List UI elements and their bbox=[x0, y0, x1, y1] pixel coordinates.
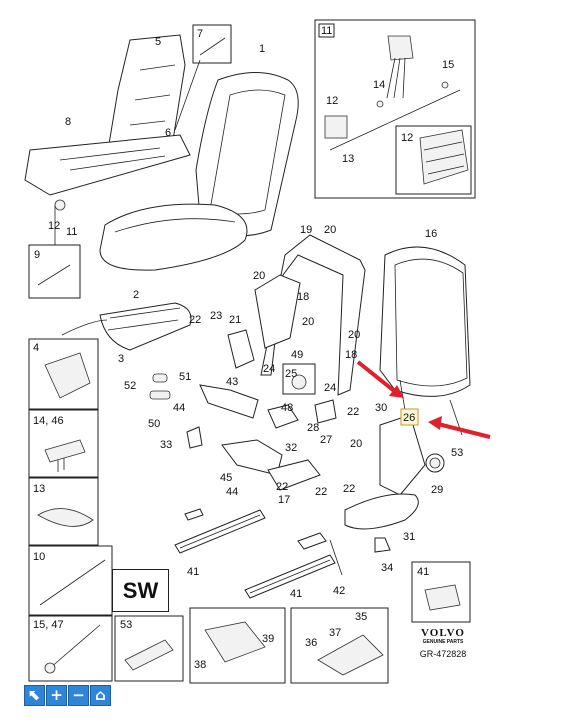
box-4-label: 4 bbox=[33, 342, 39, 354]
callout-18b: 18 bbox=[345, 349, 357, 361]
brand-logo: VOLVO GENUINE PARTS GR-472828 bbox=[413, 627, 473, 659]
callout-labels: 1 2 3 5 6 8 11 12 16 17 18 18 19 20 20 2… bbox=[48, 36, 463, 600]
callout-22e: 22 bbox=[343, 483, 355, 495]
callout-11: 11 bbox=[66, 226, 77, 238]
callout-19: 19 bbox=[300, 224, 312, 236]
callout-31: 31 bbox=[403, 531, 415, 543]
callout-20: 20 bbox=[324, 224, 336, 236]
callout-23: 23 bbox=[210, 310, 222, 322]
inset-box-11: 11 14 15 12 13 12 bbox=[314, 19, 476, 199]
callout-20d: 20 bbox=[348, 329, 360, 341]
callout-26-highlight: 26 bbox=[403, 412, 415, 424]
callout-22b: 22 bbox=[347, 406, 359, 418]
callout-16: 16 bbox=[425, 228, 437, 240]
home-icon[interactable]: ⌂ bbox=[90, 685, 111, 706]
callout-40b: 41 bbox=[290, 588, 302, 600]
callout-22c: 22 bbox=[276, 481, 288, 493]
callout-12a: 12 bbox=[326, 95, 338, 107]
callout-44: 45 bbox=[220, 472, 232, 484]
box-14-46-label: 14, 46 bbox=[33, 415, 64, 427]
callout-1: 1 bbox=[259, 43, 265, 55]
inset-box-35-37: 35 36 37 bbox=[290, 607, 389, 684]
brand-sub: GENUINE PARTS bbox=[422, 639, 464, 645]
inset-box-14-46: 14, 46 bbox=[28, 409, 99, 478]
red-pointer-arrows: 26 bbox=[356, 360, 491, 439]
sw-label-box: SW bbox=[112, 569, 169, 612]
callout-17: 17 bbox=[278, 494, 290, 506]
callout-32: 32 bbox=[285, 442, 297, 454]
callout-36: 36 bbox=[305, 637, 317, 649]
callout-28: 28 bbox=[307, 422, 319, 434]
inset-box-38-39: 39 38 bbox=[189, 607, 286, 684]
callout-2: 2 bbox=[133, 289, 139, 301]
callout-6: 6 bbox=[165, 127, 171, 139]
brand-name: VOLVO bbox=[421, 627, 465, 639]
box-53-label: 53 bbox=[120, 619, 132, 631]
callout-42: 43 bbox=[226, 376, 238, 388]
callout-14: 14 bbox=[373, 79, 385, 91]
callout-41: 42 bbox=[333, 585, 345, 597]
callout-34: 34 bbox=[381, 562, 393, 574]
callout-50: 51 bbox=[179, 371, 191, 383]
callout-29: 29 bbox=[431, 484, 443, 496]
callout-48: 49 bbox=[291, 349, 303, 361]
callout-12: 12 bbox=[48, 220, 60, 232]
box-13-label: 13 bbox=[33, 483, 45, 495]
zoom-out-icon[interactable]: − bbox=[68, 685, 89, 706]
callout-38: 38 bbox=[194, 659, 206, 671]
sw-label: SW bbox=[122, 578, 159, 603]
inset-box-13: 13 bbox=[28, 477, 99, 546]
callout-21: 21 bbox=[229, 314, 241, 326]
callout-13: 13 bbox=[342, 153, 354, 165]
inset-box-9: 9 bbox=[28, 205, 81, 299]
callout-45: 48 bbox=[281, 402, 293, 414]
box-10-label: 10 bbox=[33, 551, 45, 563]
box-7-label: 7 bbox=[197, 28, 203, 40]
box-11-label: 11 bbox=[321, 25, 332, 37]
callout-8: 8 bbox=[65, 116, 71, 128]
callout-20b: 20 bbox=[253, 270, 265, 282]
callout-33: 33 bbox=[160, 439, 172, 451]
callout-24: 24 bbox=[263, 363, 275, 375]
callout-22d: 22 bbox=[315, 486, 327, 498]
callout-20c: 20 bbox=[302, 316, 314, 328]
callout-20e: 20 bbox=[350, 438, 362, 450]
callout-24b: 24 bbox=[324, 382, 336, 394]
inset-box-7: 7 bbox=[174, 24, 232, 131]
callout-27: 27 bbox=[320, 434, 332, 446]
center-mechanism bbox=[149, 274, 391, 599]
callout-52: 53 bbox=[451, 447, 463, 459]
box-12-label: 12 bbox=[401, 132, 413, 144]
backrest-frame-right bbox=[260, 234, 471, 530]
zoom-in-icon[interactable]: + bbox=[46, 685, 67, 706]
callout-5: 5 bbox=[155, 36, 161, 48]
callout-37: 37 bbox=[329, 627, 341, 639]
box-15-47-label: 15, 47 bbox=[33, 619, 64, 631]
callout-43: 44 bbox=[173, 402, 185, 414]
select-tool-icon[interactable]: ⬉ bbox=[24, 685, 45, 706]
callout-49: 50 bbox=[148, 418, 160, 430]
inset-box-10: 10 bbox=[28, 545, 113, 616]
callout-15: 15 bbox=[442, 59, 454, 71]
inset-box-53: 53 bbox=[114, 615, 184, 682]
callout-39: 39 bbox=[262, 633, 274, 645]
diagram-code: GR-472828 bbox=[419, 649, 467, 659]
seat-assembly-left bbox=[24, 34, 299, 351]
inset-box-15-47: 15, 47 bbox=[28, 615, 113, 682]
inset-box-41: 41 bbox=[411, 561, 471, 623]
callout-18: 18 bbox=[297, 291, 309, 303]
callout-35: 35 bbox=[355, 611, 367, 623]
callout-51: 52 bbox=[124, 380, 136, 392]
callout-25: 25 bbox=[285, 368, 297, 380]
callout-40: 41 bbox=[187, 566, 199, 578]
viewer-toolbar: ⬉ + − ⌂ bbox=[24, 685, 111, 706]
box-41-label: 41 bbox=[417, 566, 429, 578]
callout-43b: 44 bbox=[226, 486, 238, 498]
callout-3: 3 bbox=[118, 353, 124, 365]
callout-30: 30 bbox=[375, 402, 387, 414]
box-9-label: 9 bbox=[34, 249, 40, 261]
inset-box-4: 4 bbox=[28, 338, 99, 410]
callout-22: 22 bbox=[189, 314, 201, 326]
